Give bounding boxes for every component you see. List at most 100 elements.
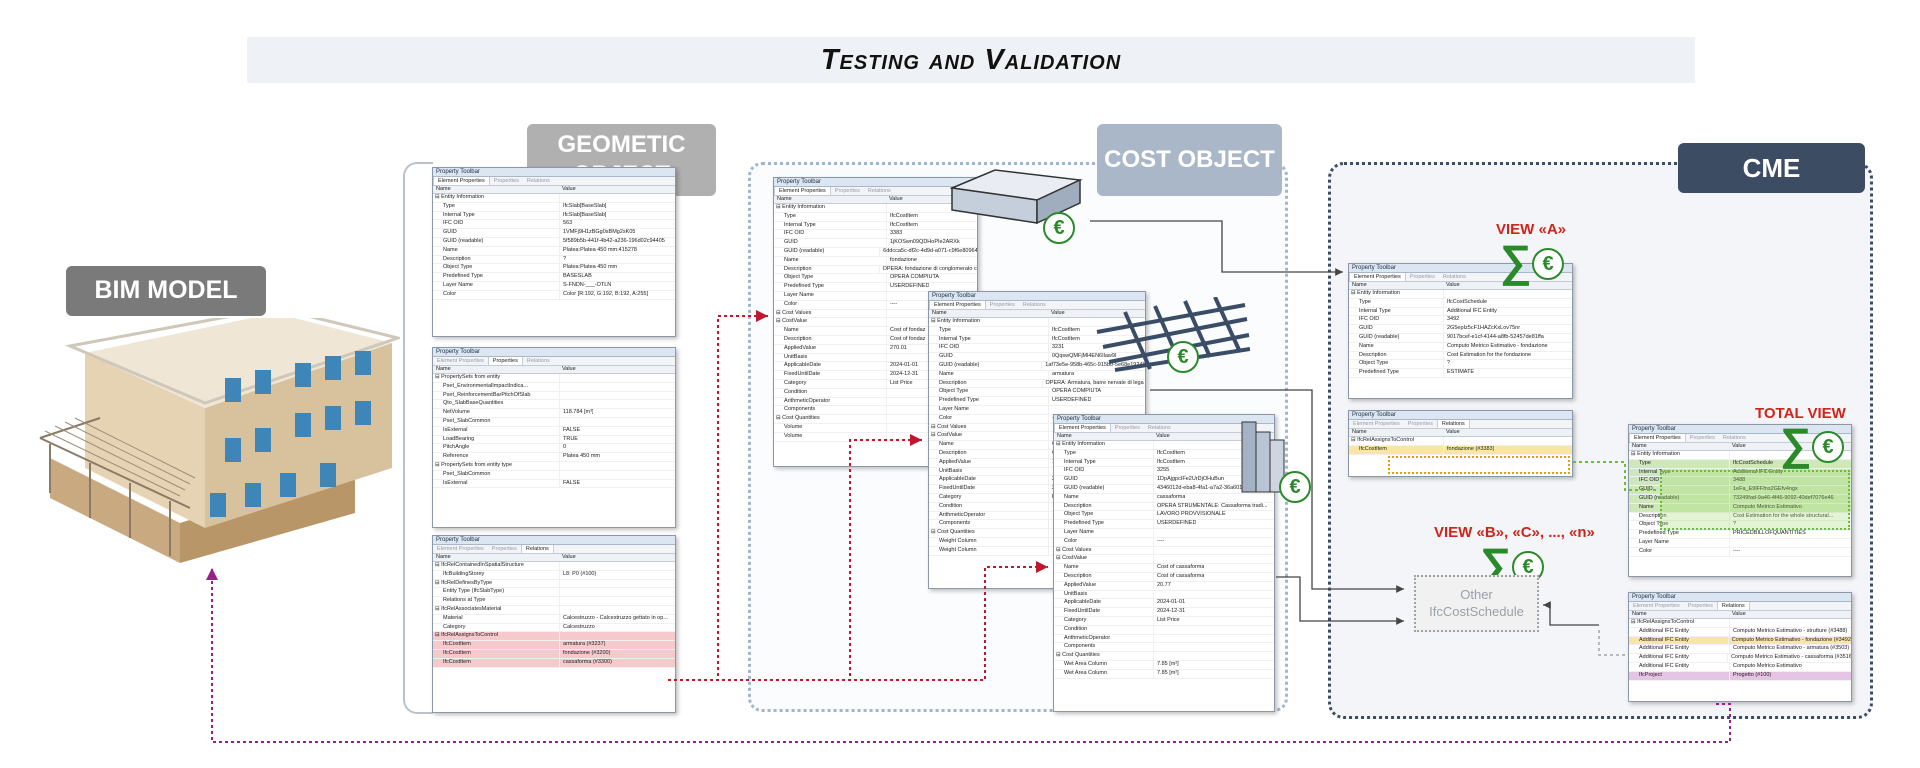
property-row[interactable]: Color---- bbox=[774, 300, 977, 310]
property-row[interactable]: Pset_SlabCommon bbox=[433, 417, 675, 427]
tab-el[interactable]: Element Properties bbox=[437, 358, 484, 364]
property-row[interactable]: ⊟ Cost Values bbox=[1054, 546, 1274, 556]
tab-props[interactable]: Properties bbox=[1114, 425, 1140, 431]
tab-el[interactable]: Element Properties bbox=[1353, 421, 1400, 427]
tab-el[interactable]: Element Properties bbox=[433, 177, 490, 185]
property-row[interactable]: Layer Name bbox=[774, 291, 977, 301]
property-row[interactable]: Qto_SlabBaseQuantities bbox=[433, 400, 675, 410]
tab-el[interactable]: Element Properties bbox=[1054, 424, 1111, 432]
property-row[interactable]: ⊟ Cost Quantities bbox=[1054, 652, 1274, 661]
property-row[interactable]: Layer Name bbox=[1629, 538, 1851, 548]
tab-rel[interactable]: Relations bbox=[520, 545, 554, 553]
tab-rel[interactable]: Relations bbox=[526, 178, 550, 184]
property-row[interactable]: ⊟ Cost Quantities bbox=[774, 415, 977, 424]
property-row[interactable]: GUID (readable)1af73e5e-958b-465c-915b0-… bbox=[929, 361, 1145, 371]
property-row[interactable]: GUID (readable)5f589b5b-441f-4b42-a236-1… bbox=[433, 237, 675, 247]
tab-props[interactable]: Properties bbox=[1687, 603, 1713, 609]
tab-props[interactable]: Properties bbox=[1407, 421, 1433, 427]
tab-props[interactable]: Properties bbox=[1689, 435, 1715, 441]
property-row[interactable]: Volume bbox=[774, 423, 977, 433]
tab-rel[interactable]: Relations bbox=[1442, 274, 1466, 280]
property-row[interactable]: GUID (readable)4346012d-eba8-4fa1-a7a2-3… bbox=[1054, 484, 1274, 494]
property-row[interactable]: ⊟ IfcRelDefinesByType bbox=[433, 579, 675, 589]
property-row[interactable]: Components bbox=[929, 520, 1145, 530]
property-row[interactable]: Color---- bbox=[1054, 537, 1274, 547]
property-row[interactable]: Condition bbox=[774, 388, 977, 398]
property-row[interactable]: GUID (readable)73249fad-9a46-4f46-9092-4… bbox=[1629, 494, 1851, 504]
property-row[interactable]: ArithmeticOperator bbox=[1054, 634, 1274, 644]
property-row[interactable]: Weight Column bbox=[929, 546, 1145, 556]
property-row[interactable]: Components bbox=[774, 406, 977, 416]
property-row[interactable]: Pset_ReinforcementBarPitchOfSlab bbox=[433, 391, 675, 401]
tab-rel[interactable]: Relations bbox=[1147, 425, 1171, 431]
property-row[interactable]: ⊟ Entity Information bbox=[1349, 290, 1572, 299]
property-row[interactable]: Layer Name bbox=[1054, 528, 1274, 538]
property-row[interactable]: ⊟ PropertySets from entity bbox=[433, 374, 675, 383]
property-row[interactable]: Relations at Type bbox=[433, 597, 675, 606]
property-row[interactable]: Layer Name bbox=[929, 405, 1145, 415]
property-row[interactable]: ⊟ PropertySets from entity type bbox=[433, 461, 675, 471]
property-row[interactable]: Entity Type (IfcSlabType) bbox=[433, 588, 675, 598]
tab-rel[interactable]: Relations bbox=[1022, 302, 1046, 308]
tab-rel[interactable]: Relations bbox=[1716, 602, 1750, 610]
property-row[interactable]: Description? bbox=[433, 255, 675, 265]
property-row[interactable]: ⊟ IfcRelAssignsToControl bbox=[1629, 619, 1851, 628]
tab-props[interactable]: Properties bbox=[487, 357, 523, 365]
property-row[interactable]: ⊟ IfcRelAssociatesMaterial bbox=[433, 605, 675, 615]
property-row[interactable]: Pset_SlabCommon bbox=[433, 470, 675, 480]
property-row[interactable]: ArithmeticOperator bbox=[774, 397, 977, 407]
property-row[interactable]: Color---- bbox=[1629, 547, 1851, 557]
property-row[interactable]: ⊟ Cost Quantities bbox=[929, 529, 1145, 538]
